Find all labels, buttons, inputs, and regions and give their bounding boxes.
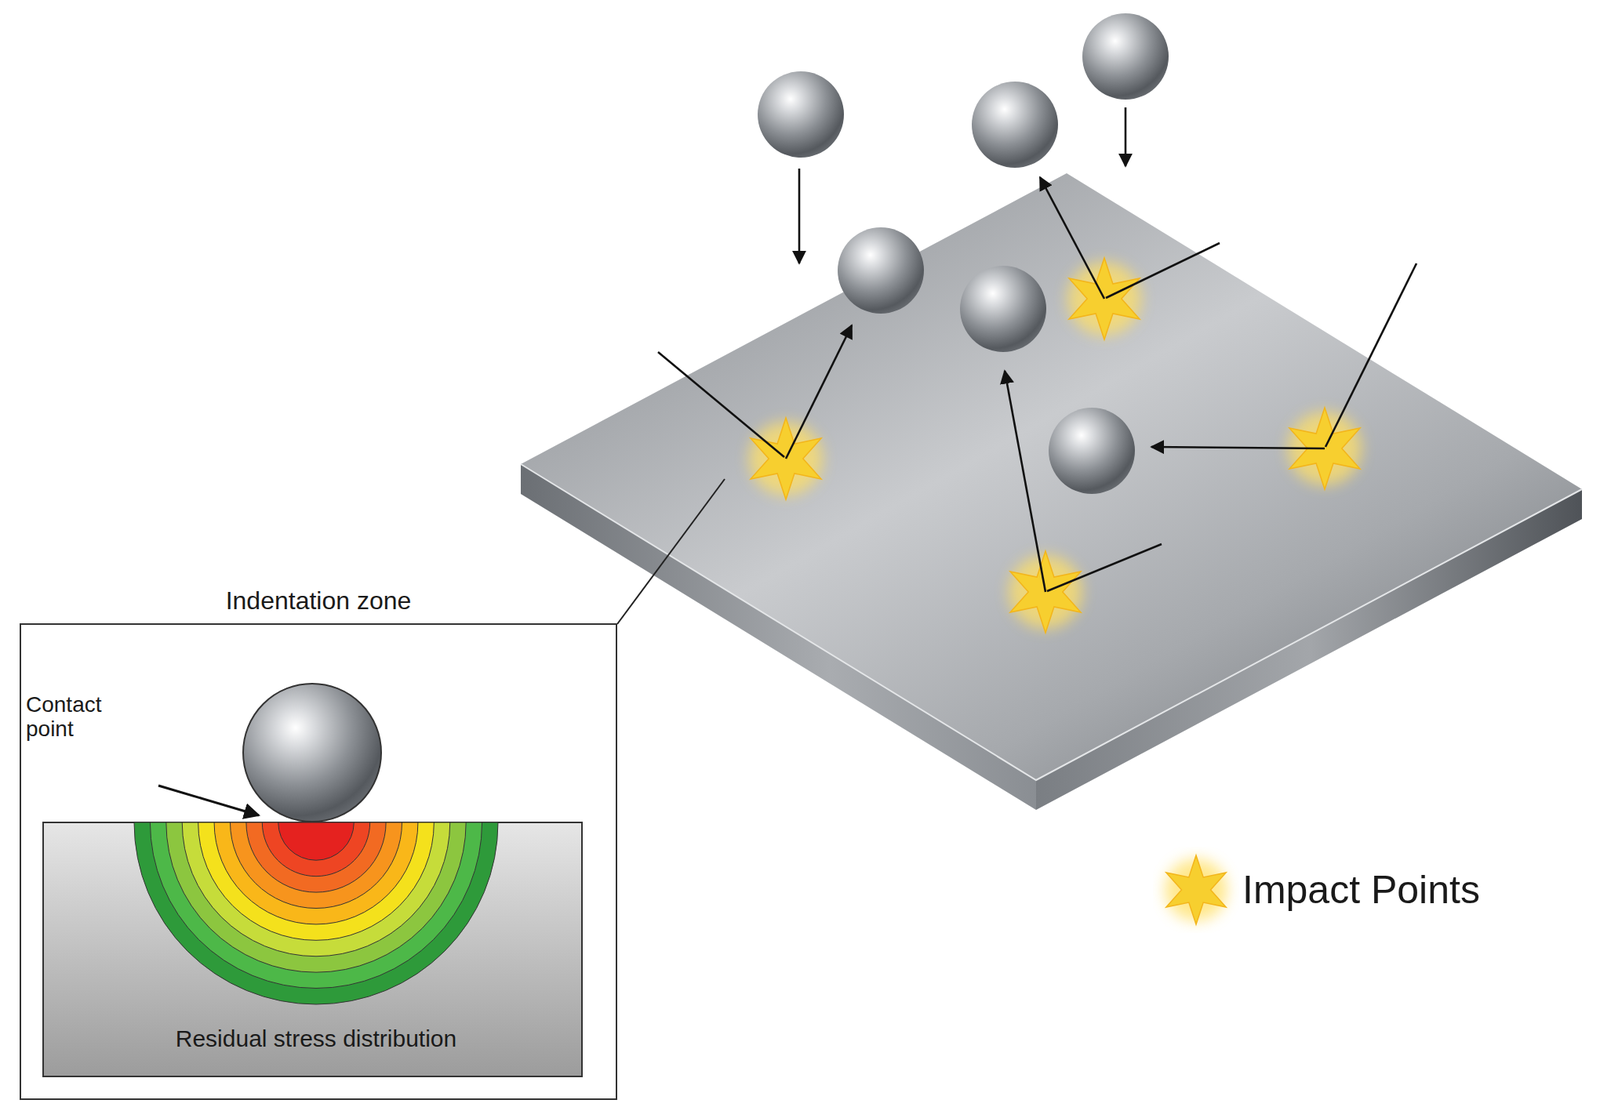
stress-band (181, 822, 451, 957)
inset-heading: Indentation zone (20, 586, 617, 616)
stress-band (149, 822, 482, 989)
contact-label: Contact point (25, 693, 152, 742)
stress-band (261, 822, 370, 877)
impact-points (749, 258, 1362, 633)
stress-band (166, 822, 466, 973)
trajectory-arrow (1040, 177, 1105, 299)
stress-band (214, 822, 419, 925)
trajectory-arrow (798, 168, 801, 264)
stress-band (134, 822, 499, 1005)
stress-band (246, 822, 386, 893)
trajectory-arrows (658, 107, 1417, 593)
stress-band (278, 822, 355, 861)
shot-ball (757, 71, 844, 158)
trajectory-arrow (1325, 263, 1417, 448)
leader-line (617, 479, 725, 625)
trajectory-arrow (785, 325, 852, 459)
shot-ball (243, 683, 382, 822)
indentation-inset (20, 624, 617, 1100)
legend-entry: Impact Points (1152, 847, 1480, 934)
trajectory-arrow (1047, 544, 1162, 592)
trajectory-arrow (1004, 370, 1046, 593)
shot-ball (1048, 407, 1135, 495)
shot-ball (1082, 13, 1169, 100)
shot-ball (837, 227, 924, 314)
stress-band (198, 822, 435, 941)
shot-ball (971, 81, 1059, 168)
metal-plate (520, 173, 1582, 811)
legend-text: Impact Points (1242, 867, 1480, 913)
stress-label: Residual stress distribution (70, 1025, 562, 1052)
trajectory-arrow (658, 352, 785, 458)
trajectory-arrow (1124, 107, 1128, 167)
trajectory-arrow (1105, 243, 1220, 299)
shot-ball (960, 265, 1047, 353)
shot-balls (757, 13, 1169, 495)
legend-star (1152, 847, 1240, 934)
stress-band (229, 822, 402, 910)
trajectory-arrow (1151, 447, 1325, 449)
stress-bands (134, 822, 499, 1005)
contact-arrow (158, 785, 259, 816)
